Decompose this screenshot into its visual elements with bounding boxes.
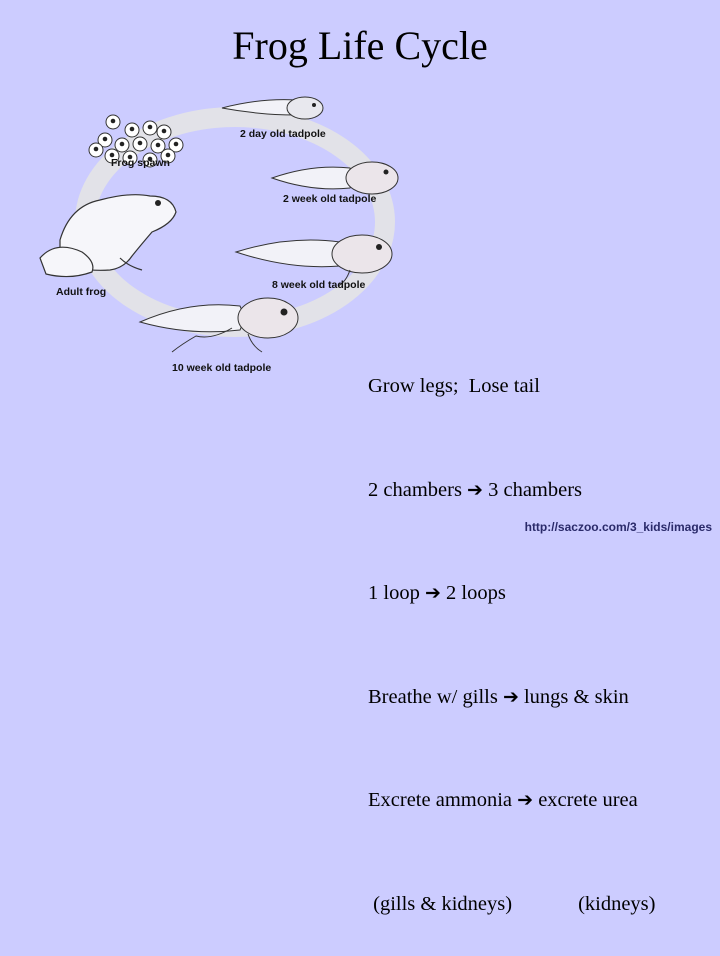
note-line-3: 1 loop ➔ 2 loops [368, 582, 506, 604]
tadpole-8-week-illustration [234, 234, 393, 287]
label-2-week-tadpole: 2 week old tadpole [283, 193, 377, 205]
life-cycle-diagram: Frog spawn 2 day old tadpole 2 week old … [39, 96, 399, 374]
note-line-4: Breathe w/ gills ➔ lungs & skin [368, 685, 629, 708]
tadpole-2-day-illustration [221, 96, 324, 120]
label-2-day-tadpole: 2 day old tadpole [240, 128, 326, 140]
tadpole-10-week-illustration [138, 297, 299, 353]
arrow-icon: ➔ [467, 478, 483, 501]
label-8-week-tadpole: 8 week old tadpole [272, 279, 366, 291]
note-line-2: 2 chambers ➔ 3 chambers [368, 478, 583, 501]
frog-spawn-illustration [88, 114, 184, 168]
note-line-1: Grow legs; Lose tail [368, 375, 540, 397]
note-line-6: (gills & kidneys)(kidneys) [368, 892, 656, 915]
label-adult-frog: Adult frog [56, 286, 106, 298]
arrow-icon: ➔ [424, 582, 441, 604]
metamorphosis-notes: Grow legs; Lose tail 2 chambers ➔ 3 cham… [368, 300, 718, 956]
arrow-icon: ➔ [517, 789, 534, 811]
adult-frog-illustration [39, 194, 177, 278]
note-line-5: Excrete ammonia ➔ excrete urea [368, 789, 638, 811]
source-credit: http://saczoo.com/3_kids/images [524, 520, 712, 534]
tadpole-2-week-illustration [270, 161, 399, 195]
label-frog-spawn: Frog spawn [111, 157, 170, 169]
page-title: Frog Life Cycle [232, 23, 488, 68]
arrow-icon: ➔ [502, 685, 519, 708]
label-10-week-tadpole: 10 week old tadpole [172, 362, 271, 374]
